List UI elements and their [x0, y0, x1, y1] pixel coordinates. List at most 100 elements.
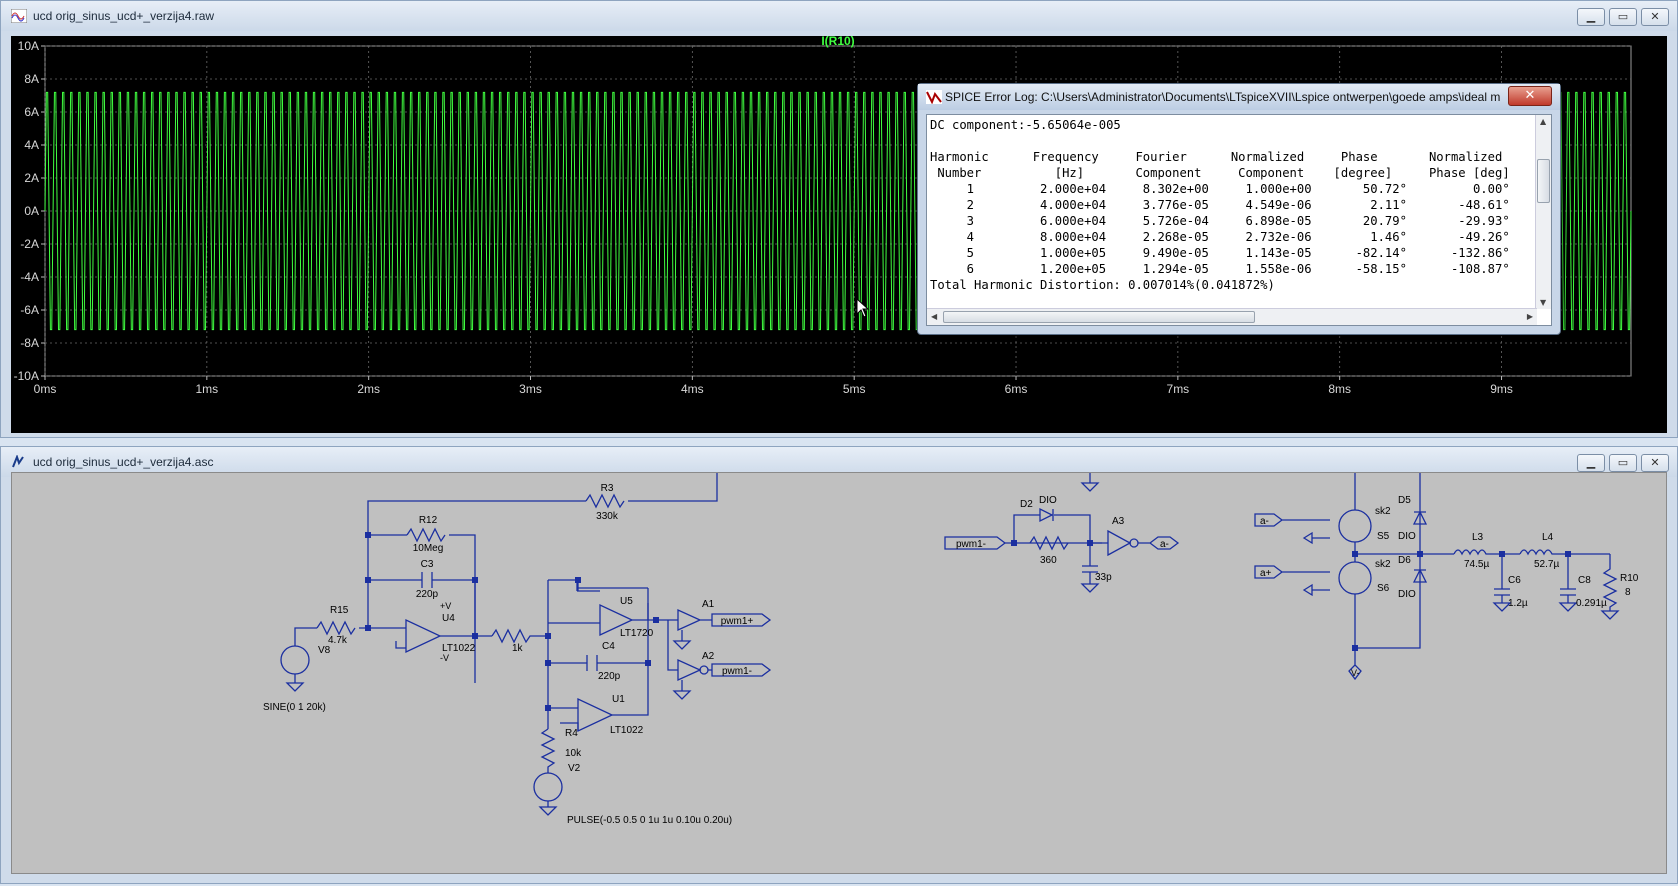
error-log-titlebar[interactable]: SPICE Error Log: C:\Users\Administrator\…	[918, 84, 1560, 110]
vplus-label: +V	[440, 601, 451, 611]
waveform-titlebar[interactable]: ucd orig_sinus_ucd+_verzija4.raw ▁ ▭ ✕	[1, 1, 1677, 31]
r4-value: 10k	[565, 748, 582, 759]
u5-value: LT1720	[620, 628, 654, 639]
schematic-icon	[11, 454, 27, 474]
scroll-left-icon[interactable]: ◀	[931, 312, 938, 321]
junction-dots	[365, 532, 1571, 711]
d6-value: DIO	[1398, 589, 1416, 600]
a-minus-port: a-	[1260, 516, 1269, 527]
schematic-window-title: ucd orig_sinus_ucd+_verzija4.asc	[33, 455, 214, 469]
r3-label: R3	[601, 483, 614, 494]
y-tick-label: -4A	[20, 270, 39, 284]
harmonic-header-2: Number [Hz] Component Component [degree]…	[930, 166, 1510, 180]
a3-label: A3	[1112, 516, 1125, 527]
d5-label: D5	[1398, 495, 1411, 506]
x-tick-label: 7ms	[1167, 382, 1190, 396]
v2-label: V2	[568, 763, 581, 774]
d2-value: DIO	[1039, 495, 1057, 506]
harmonic-row: 3 6.000e+04 5.726e-04 6.898e-05 20.79° -…	[930, 214, 1510, 228]
harmonic-header-1: Harmonic Frequency Fourier Normalized Ph…	[930, 150, 1503, 164]
x-tick-label: 4ms	[681, 382, 704, 396]
v8-value: SINE(0 1 20k)	[263, 702, 326, 713]
schematic-wires	[280, 473, 1620, 816]
y-tick-label: 8A	[24, 72, 39, 86]
minimize-button[interactable]: ▁	[1577, 8, 1605, 26]
x-tick-label: 9ms	[1490, 382, 1513, 396]
close-button[interactable]: ✕	[1641, 454, 1669, 472]
x-tick-label: 0ms	[34, 382, 57, 396]
horizontal-scroll-thumb[interactable]	[943, 311, 1255, 323]
s5-model: sk2	[1375, 506, 1391, 517]
close-button[interactable]: ✕	[1641, 8, 1669, 26]
harmonic-row: 2 4.000e+04 3.776e-05 4.549e-06 2.11° -4…	[930, 198, 1510, 212]
spice-error-log-dialog[interactable]: SPICE Error Log: C:\Users\Administrator\…	[917, 83, 1561, 335]
u4-value: LT1022	[442, 643, 476, 654]
y-tick-label: 2A	[24, 171, 39, 185]
x-tick-label: 2ms	[357, 382, 380, 396]
r10-label: R10	[1620, 573, 1639, 584]
pwm1-plus-port: pwm1+	[721, 616, 754, 627]
y-tick-label: 0A	[24, 204, 39, 218]
c4-label: C4	[602, 641, 615, 652]
schematic-canvas[interactable]: R3 330k R12 10Meg C3 220p R15 4.7k U4 LT…	[11, 472, 1667, 874]
vertical-scrollbar[interactable]: ▲ ▼	[1535, 115, 1551, 309]
mouse-cursor-icon	[856, 298, 870, 318]
harmonic-row: 1 2.000e+04 8.302e+00 1.000e+00 50.72° 0…	[930, 182, 1510, 196]
c8-label: C8	[1578, 575, 1591, 586]
u5-label: U5	[620, 596, 633, 607]
d5-value: DIO	[1398, 531, 1416, 542]
c6-label: C6	[1508, 575, 1521, 586]
u4-label: U4	[442, 613, 455, 624]
pwm1-minus-port: pwm1-	[722, 666, 752, 677]
l3-label: L3	[1472, 532, 1484, 543]
schematic-drawing: R3 330k R12 10Meg C3 220p R15 4.7k U4 LT…	[263, 473, 1639, 826]
l4-label: L4	[1542, 532, 1554, 543]
r12-label: R12	[419, 515, 438, 526]
harmonic-row: 4 8.000e+04 2.268e-05 2.732e-06 1.46° -4…	[930, 230, 1510, 244]
c33p-value: 33p	[1095, 572, 1112, 583]
d2-label: D2	[1020, 499, 1033, 510]
error-log-text-area[interactable]: DC component:-5.65064e-005 Harmonic Freq…	[926, 114, 1552, 326]
waveform-icon	[10, 8, 28, 28]
l4-value: 52.7µ	[1534, 559, 1559, 570]
y-tick-label: -2A	[20, 237, 39, 251]
a-plus-port: a+	[1260, 568, 1272, 579]
u1-value: LT1022	[610, 725, 644, 736]
schematic-labels: R3 330k R12 10Meg C3 220p R15 4.7k U4 LT…	[263, 483, 1639, 826]
s5-label: S5	[1377, 531, 1390, 542]
vneg-label: -V	[440, 653, 449, 663]
r15-value: 4.7k	[328, 635, 348, 646]
x-tick-label: 8ms	[1328, 382, 1351, 396]
scroll-right-icon[interactable]: ▶	[1526, 312, 1533, 321]
r360-value: 360	[1040, 555, 1057, 566]
a2-label: A2	[702, 651, 715, 662]
scroll-down-icon[interactable]: ▼	[1540, 298, 1547, 307]
maximize-button[interactable]: ▭	[1609, 8, 1637, 26]
r1k-value: 1k	[512, 643, 524, 654]
l3-value: 74.5µ	[1464, 559, 1489, 570]
v2-value: PULSE(-0.5 0.5 0 1u 1u 0.10u 0.20u)	[567, 815, 732, 826]
d6-label: D6	[1398, 555, 1411, 566]
thd-line: Total Harmonic Distortion: 0.007014%(0.0…	[930, 278, 1275, 292]
v8-label: V8	[318, 645, 331, 656]
minimize-button[interactable]: ▁	[1577, 454, 1605, 472]
y-tick-label: 6A	[24, 105, 39, 119]
x-tick-label: 5ms	[843, 382, 866, 396]
y-tick-label: 10A	[18, 39, 39, 53]
y-tick-label: -8A	[20, 336, 39, 350]
u1-label: U1	[612, 694, 625, 705]
c4-value: 220p	[598, 671, 621, 682]
r3-value: 330k	[596, 511, 619, 522]
v-minus-port: V-	[1351, 668, 1360, 678]
y-tick-label: -6A	[20, 303, 39, 317]
maximize-button[interactable]: ▭	[1609, 454, 1637, 472]
harmonic-row: 6 1.200e+05 1.294e-05 1.558e-06 -58.15° …	[930, 262, 1510, 276]
close-button[interactable]: ✕	[1508, 86, 1552, 106]
c6-value: 1.2µ	[1508, 598, 1528, 609]
a1-label: A1	[702, 599, 715, 610]
x-tick-label: 6ms	[1005, 382, 1028, 396]
horizontal-scrollbar[interactable]: ◀ ▶	[927, 308, 1537, 325]
vertical-scroll-thumb[interactable]	[1537, 159, 1550, 203]
error-log-title: SPICE Error Log: C:\Users\Administrator\…	[945, 90, 1500, 104]
scroll-up-icon[interactable]: ▲	[1540, 117, 1547, 126]
